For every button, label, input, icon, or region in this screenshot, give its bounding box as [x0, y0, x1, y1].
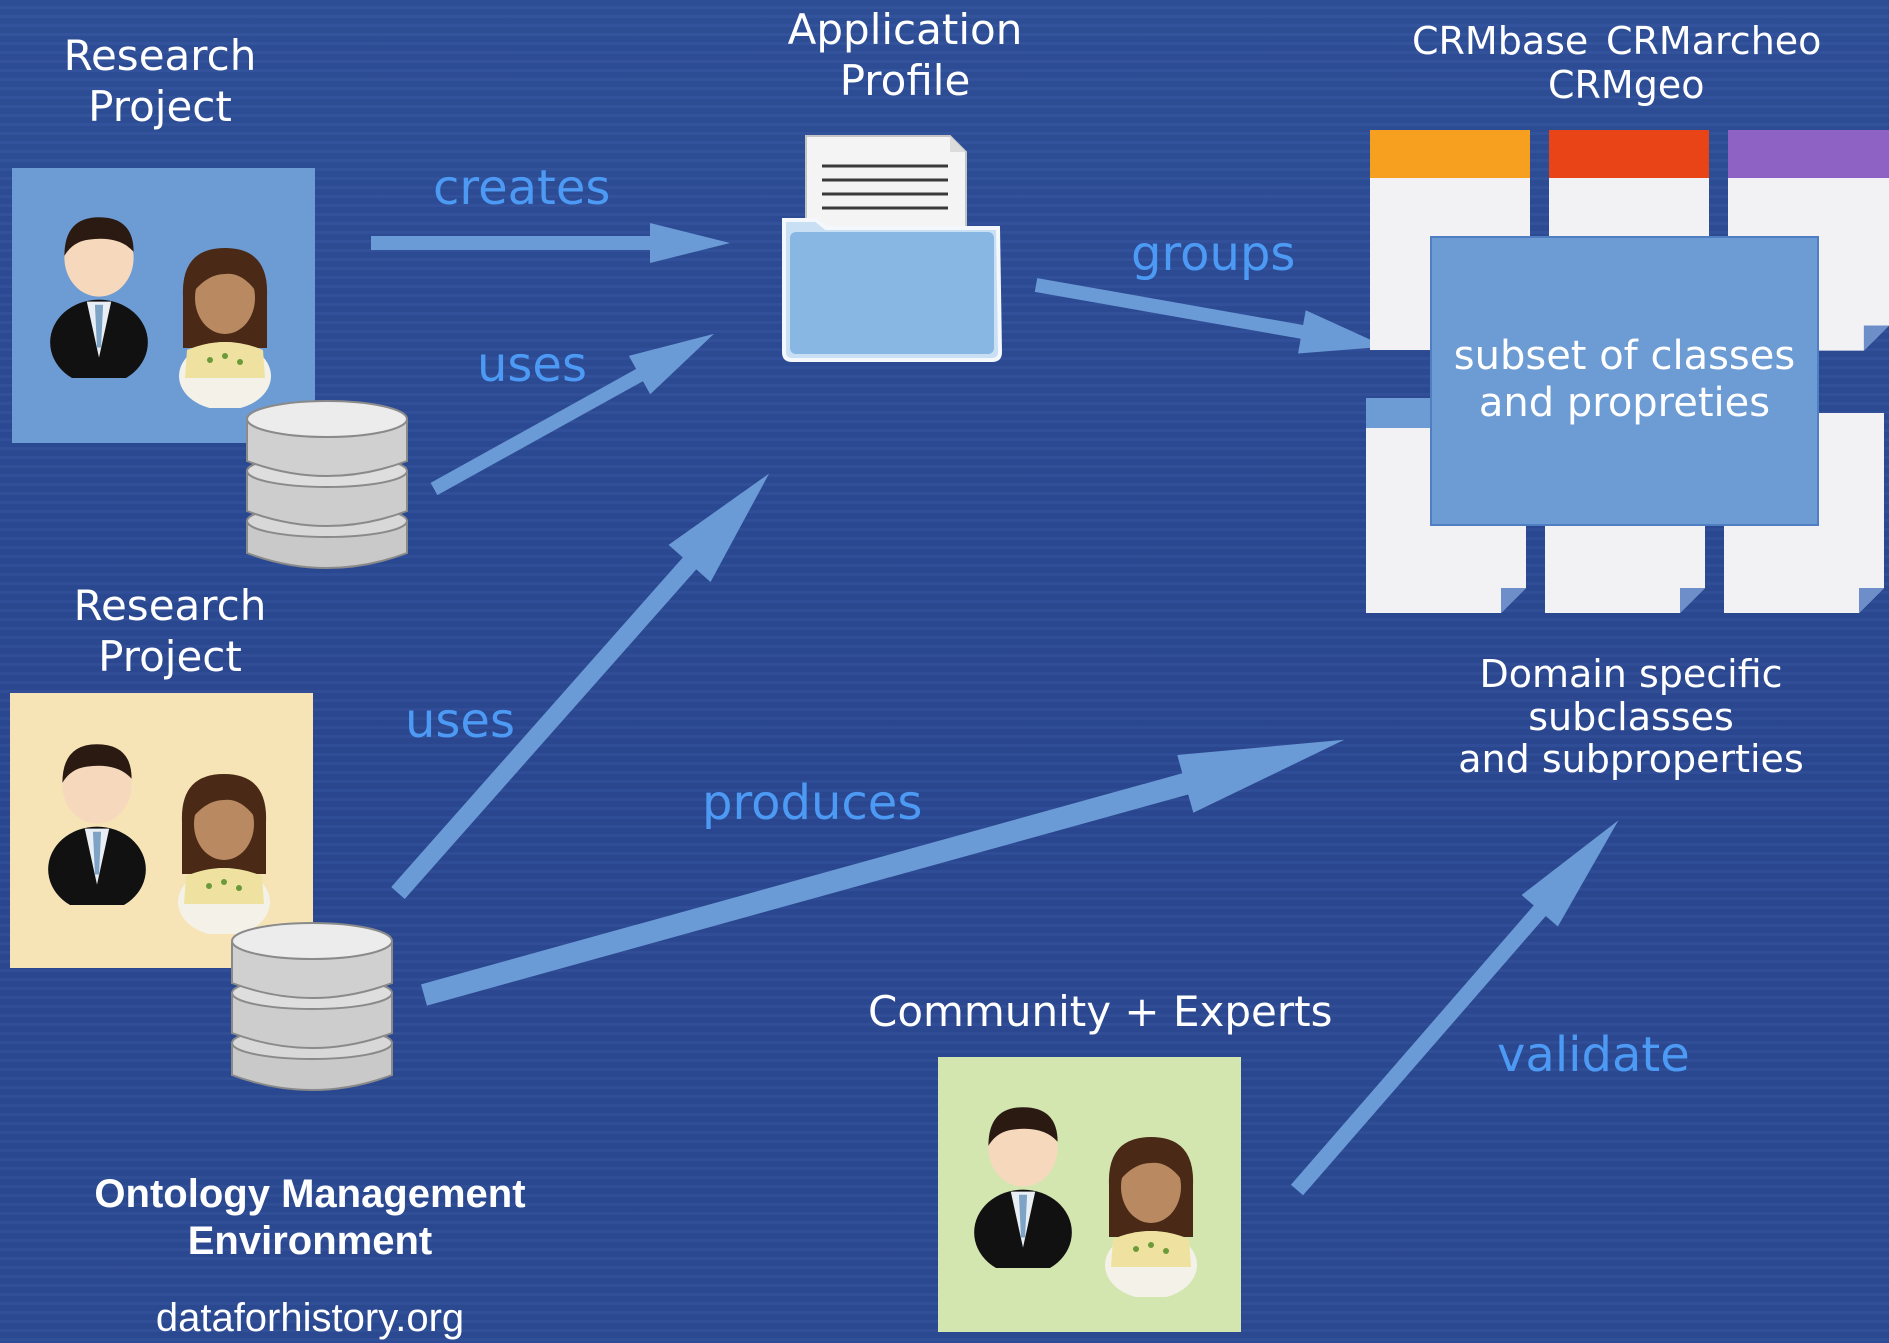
- man-icon: [48, 744, 146, 905]
- edge-label-validate: validate: [1497, 1027, 1690, 1083]
- arrow-creates: [371, 223, 730, 263]
- research-project-2-people: [48, 744, 270, 934]
- subset-box-text: subset of classes and propreties: [1453, 333, 1796, 427]
- edge-label-produces: produces: [702, 775, 923, 831]
- community-people: [974, 1107, 1197, 1297]
- arrow-uses-2: [391, 473, 770, 899]
- woman-icon: [1105, 1137, 1197, 1297]
- database-icon: [245, 399, 409, 570]
- crm-geo-label: CRMgeo: [1548, 63, 1705, 107]
- man-icon: [974, 1107, 1072, 1268]
- ome-title: Ontology Management Environment: [94, 1172, 526, 1264]
- crm-archeo-label: CRMarcheo: [1606, 19, 1822, 63]
- arrow-groups: [1034, 278, 1386, 354]
- crm-geo-page: [1728, 130, 1889, 351]
- research-project-2-title: Research Project: [73, 581, 267, 682]
- edge-label-uses-1: uses: [477, 337, 587, 393]
- man-icon: [50, 217, 148, 378]
- folder-icon: [782, 135, 1003, 362]
- research-project-1-people: [50, 217, 271, 408]
- edge-label-creates: creates: [433, 160, 611, 216]
- domain-specific-text: Domain specific subclasses and subproper…: [1458, 652, 1804, 782]
- database-icon: [230, 921, 394, 1092]
- woman-icon: [178, 774, 270, 934]
- crm-base-page: [1370, 130, 1530, 350]
- arrows: [371, 223, 1619, 1196]
- arrow-validate: [1290, 820, 1619, 1196]
- application-profile-title: Application Profile: [787, 5, 1023, 106]
- research-project-1-title: Research Project: [63, 31, 257, 132]
- edge-label-groups: groups: [1131, 226, 1296, 282]
- subset-box: [1430, 236, 1819, 526]
- arrow-uses-1: [430, 333, 714, 496]
- ome-url[interactable]: dataforhistory.org: [155, 1296, 465, 1340]
- crm-pages: [1366, 130, 1889, 613]
- edge-label-uses-2: uses: [405, 693, 515, 749]
- community-title: Community + Experts: [868, 987, 1333, 1036]
- arrow-produces: [421, 739, 1345, 1006]
- crm-base-label: CRMbase: [1412, 19, 1589, 63]
- woman-icon: [179, 248, 271, 408]
- crm-archeo-page: [1549, 130, 1709, 350]
